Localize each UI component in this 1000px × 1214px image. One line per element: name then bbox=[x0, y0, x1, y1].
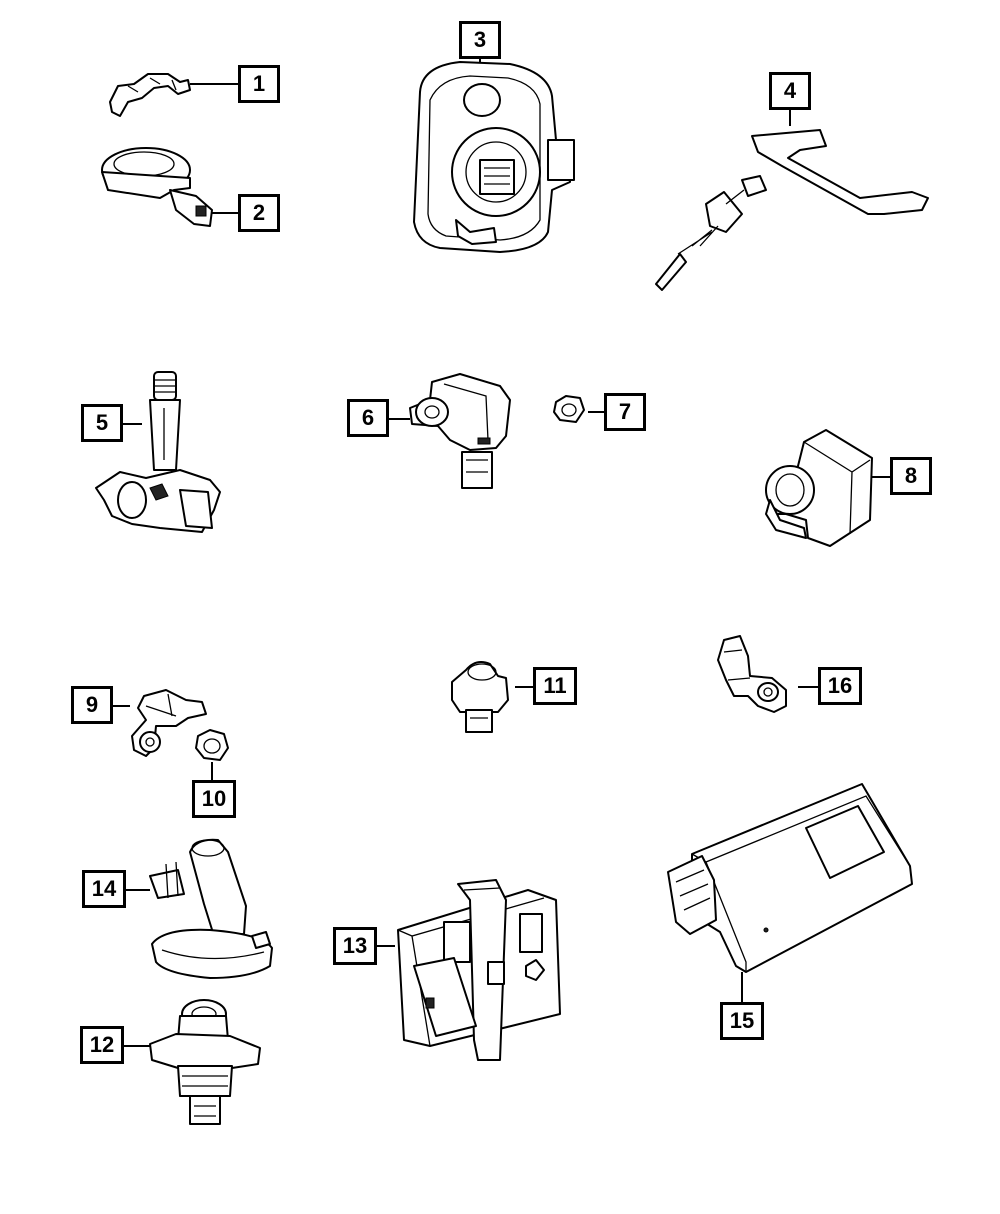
callout-9: 9 bbox=[71, 686, 113, 724]
callout-5: 5 bbox=[81, 404, 123, 442]
part-1-clip bbox=[109, 73, 191, 117]
part-9-crank-sensor bbox=[131, 689, 207, 757]
callout-15: 15 bbox=[720, 1002, 764, 1040]
part-15-module bbox=[667, 783, 913, 973]
part-3-module bbox=[413, 61, 575, 253]
part-2-sensor bbox=[101, 147, 213, 227]
callout-4: 4 bbox=[769, 72, 811, 110]
callout-13: 13 bbox=[333, 927, 377, 965]
callout-1: 1 bbox=[238, 65, 280, 103]
part-6-sensor bbox=[409, 373, 511, 489]
callout-8: 8 bbox=[890, 457, 932, 495]
part-12-sensor-flange bbox=[149, 999, 261, 1125]
callout-16: 16 bbox=[818, 667, 862, 705]
callout-7: 7 bbox=[604, 393, 646, 431]
part-16-crank-sensor bbox=[717, 635, 787, 713]
part-5-tpms-sensor bbox=[95, 371, 221, 533]
callout-12: 12 bbox=[80, 1026, 124, 1064]
callout-2: 2 bbox=[238, 194, 280, 232]
callout-10: 10 bbox=[192, 780, 236, 818]
part-10-nut bbox=[195, 729, 229, 761]
callout-14: 14 bbox=[82, 870, 126, 908]
part-8-connector bbox=[765, 429, 873, 547]
part-13-module-bracket bbox=[397, 879, 561, 1061]
leader-lines bbox=[112, 57, 890, 1047]
part-11-sensor bbox=[451, 661, 509, 733]
callout-11: 11 bbox=[533, 667, 577, 705]
callout-6: 6 bbox=[347, 399, 389, 437]
part-7-nut bbox=[553, 395, 585, 423]
part-14-duct-sensor bbox=[149, 838, 273, 979]
part-4-strap bbox=[655, 129, 929, 291]
callout-3: 3 bbox=[459, 21, 501, 59]
